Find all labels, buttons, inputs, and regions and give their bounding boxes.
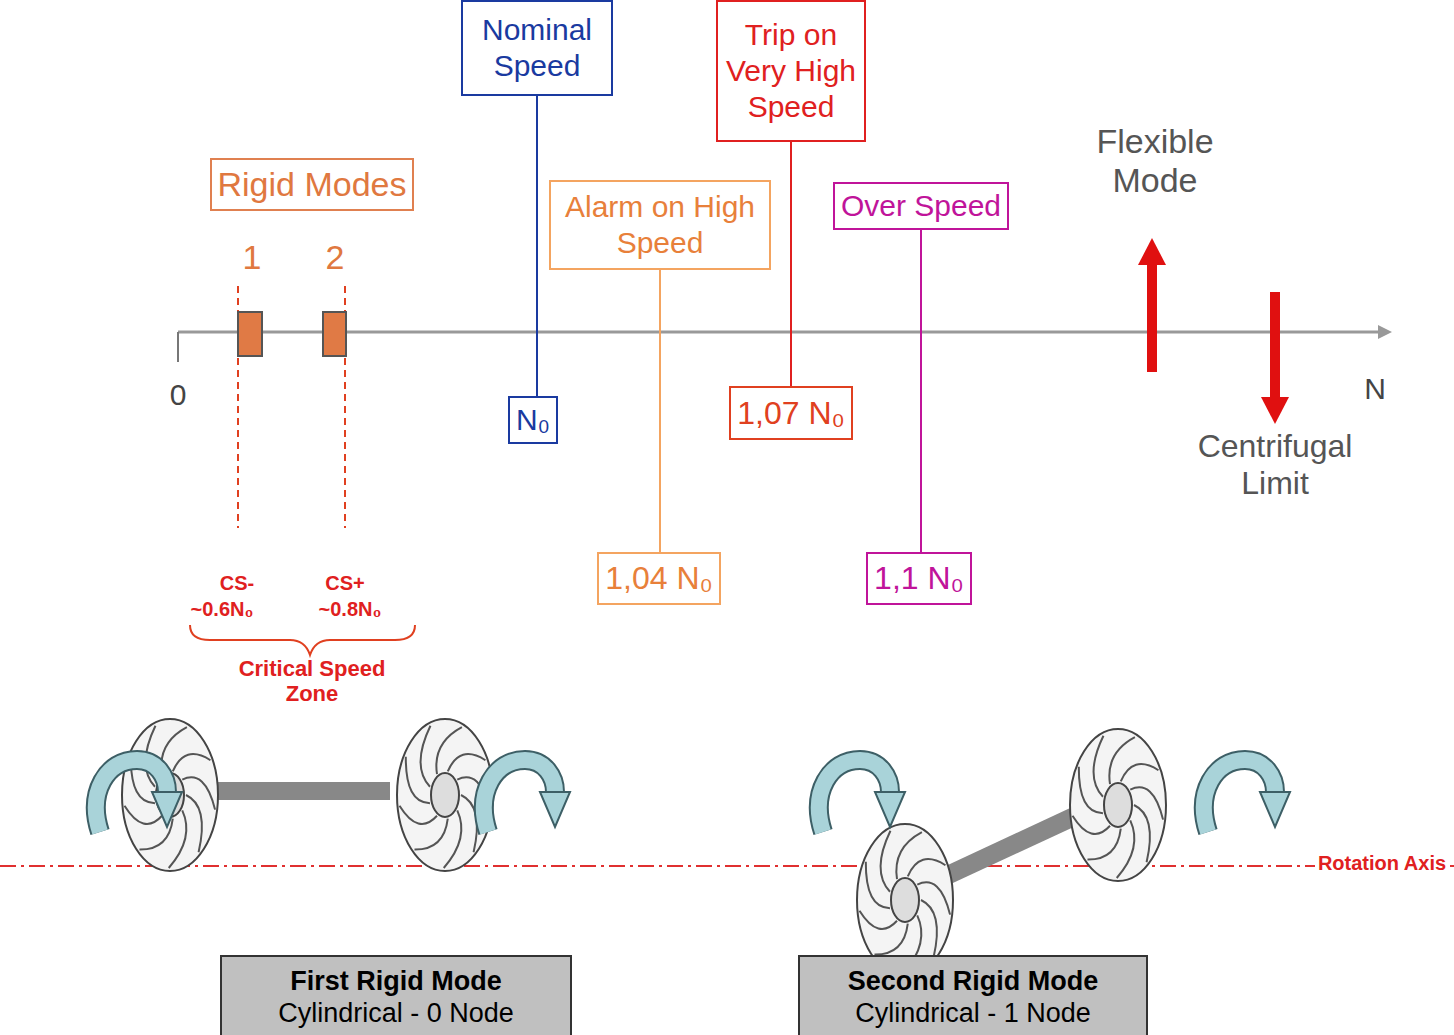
mode-title: First Rigid Mode [228, 965, 564, 997]
mode-description: Cylindrical - 1 Node [806, 997, 1140, 1029]
rotation-axis-line [0, 865, 1454, 867]
callout-number: 1 [243, 238, 262, 277]
box-text: 1,07 N₀ [737, 394, 845, 432]
rotation-arrow [96, 760, 182, 832]
flexible-mode-label: Flexible Mode [1075, 122, 1235, 200]
mode-caption-box: First Rigid ModeCylindrical - 0 Node [220, 955, 572, 1035]
centrifugal-limit-arrow [1270, 292, 1280, 400]
leader-connector [537, 96, 538, 396]
box-text: Alarm on High Speed [557, 189, 763, 261]
box-text: Rigid Modes [218, 164, 407, 205]
leader-connector [660, 270, 661, 552]
leader-connector [921, 230, 922, 552]
speed-value-box: 1,07 N₀ [729, 386, 853, 440]
axis-tick [177, 332, 179, 362]
speed-value-box: 1,04 N₀ [597, 552, 721, 605]
speed-axis [178, 331, 1378, 334]
flexible-mode-arrow [1147, 262, 1157, 372]
box-text: 1,04 N₀ [605, 559, 713, 597]
mode-description: Cylindrical - 0 Node [228, 997, 564, 1029]
axis-name: N [1364, 372, 1386, 407]
axis-arrowhead [1378, 325, 1392, 339]
callout-number: 2 [326, 238, 345, 277]
rigid-mode-marker [323, 312, 346, 356]
critical-speed-name: CS+ [325, 572, 364, 595]
zone-label: Critical Speed Zone [217, 656, 407, 707]
box-text: Trip on Very High Speed [724, 17, 858, 125]
rotation-arrow [819, 760, 905, 832]
speed-value-box: N₀ [508, 396, 558, 444]
box-text: 1,1 N₀ [874, 559, 964, 597]
centrifugal-limit-arrow [1261, 397, 1289, 424]
box-text: Nominal Speed [469, 12, 605, 84]
leader-connector [791, 142, 792, 386]
axis-label: Rotation Axis [1315, 852, 1449, 875]
axis-origin: 0 [170, 378, 187, 413]
speed-value-box: 1,1 N₀ [866, 552, 972, 605]
critical-speed-value: ~0.6N₀ [191, 598, 254, 621]
rigid-mode-marker [238, 312, 262, 356]
centrifugal-limit-label: Centrifugal Limit [1180, 428, 1370, 502]
rotor-second-mode [857, 729, 1166, 976]
critical-speed-value: ~0.8N₀ [319, 598, 382, 621]
group-label-box: Rigid Modes [210, 158, 415, 211]
over-speed-box: Over Speed [833, 182, 1009, 230]
alarm-speed-box: Alarm on High Speed [549, 180, 771, 270]
flexible-mode-arrow [1138, 238, 1166, 265]
nominal-speed-box: Nominal Speed [461, 0, 613, 96]
box-text: N₀ [516, 402, 550, 438]
zone-brace [190, 625, 415, 655]
rotation-arrow [1204, 760, 1290, 832]
rotation-arrow [484, 760, 570, 832]
box-text: Over Speed [841, 188, 1001, 224]
trip-speed-box: Trip on Very High Speed [716, 0, 866, 142]
critical-speed-name: CS- [220, 572, 254, 595]
mode-caption-box: Second Rigid ModeCylindrical - 1 Node [798, 955, 1148, 1035]
mode-title: Second Rigid Mode [806, 965, 1140, 997]
